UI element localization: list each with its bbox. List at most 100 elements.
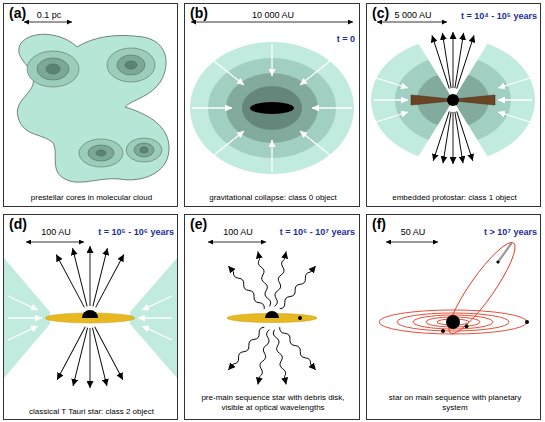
infall-arrow <box>138 317 172 318</box>
scale-label: 100 AU <box>26 227 86 237</box>
envelope-layer <box>226 73 318 143</box>
infall-arrow <box>300 61 330 85</box>
core-contour <box>107 48 155 82</box>
scale-label: 50 AU <box>383 227 443 237</box>
time-label: t = 10⁵ - 10⁶ years <box>64 227 174 237</box>
stage-panel: (f)50 AUt > 10⁷ yearsstar on main sequen… <box>366 214 541 420</box>
orbit <box>413 315 493 329</box>
outflow-arrow <box>457 35 474 88</box>
wavy-arrow <box>278 265 317 310</box>
infall-arrow <box>142 326 172 340</box>
comet <box>496 260 499 263</box>
infall-arrow <box>498 112 530 122</box>
time-label: t > 10⁷ years <box>427 227 537 237</box>
infall-arrow <box>8 317 42 318</box>
panel-caption: prestellar cores in molecular cloud <box>4 193 179 203</box>
protostar <box>447 94 459 106</box>
envelope-layer <box>190 42 354 174</box>
infall-arrow <box>192 107 232 108</box>
core-contour <box>79 139 123 167</box>
infall-arrow <box>214 131 244 155</box>
embedded-protostar <box>371 32 535 164</box>
infall-arrow <box>312 107 352 108</box>
outflow <box>56 246 124 388</box>
wavy-arrow <box>273 329 289 385</box>
panel-caption: star on main sequence with planetary sys… <box>380 393 530 413</box>
scale-label: 100 AU <box>208 227 268 237</box>
core-contour <box>125 61 137 69</box>
stage-panel: (a)0.1 pcprestellar cores in molecular c… <box>3 3 178 207</box>
planet-dot <box>441 329 445 333</box>
scale-label: 10 000 AU <box>223 10 323 20</box>
core-contour <box>96 150 106 156</box>
outflow-arrow <box>56 254 84 307</box>
infall-arrow <box>271 140 272 172</box>
time-label: t = 10⁶ - 10⁷ years <box>245 227 355 237</box>
radiation <box>227 251 317 385</box>
panel-caption: gravitational collapse: class 0 object <box>185 193 361 203</box>
cloud-outline <box>17 34 169 182</box>
young-star <box>82 310 98 318</box>
scale-bar <box>377 22 447 23</box>
core-contour <box>126 138 162 162</box>
infall-arrow <box>498 99 532 100</box>
outflow-arrow <box>90 328 91 388</box>
pre-main-sequence-star <box>227 251 317 385</box>
wavy-arrow <box>227 326 266 371</box>
scale-bar <box>26 242 84 243</box>
scale-bar <box>386 242 438 243</box>
outflow-arrow <box>92 328 107 386</box>
wavy-arrow <box>278 326 317 371</box>
collapsing-core <box>190 42 354 174</box>
stage-panel: (c)5 000 AUt = 10⁴ - 10⁵ yearsembedded p… <box>366 3 541 207</box>
planet-dot <box>525 320 529 324</box>
infall-arrow <box>300 131 330 155</box>
wavy-arrow <box>256 251 272 307</box>
scale-bar <box>191 22 353 23</box>
outflow <box>432 32 474 164</box>
stage-panel: (e)100 AUt = 10⁶ - 10⁷ yearspre-main seq… <box>184 214 360 420</box>
infall-arrow <box>498 78 530 88</box>
envelope-remnant <box>4 258 50 378</box>
outflow-arrow <box>455 112 463 163</box>
outflow-arrow <box>96 254 124 307</box>
accretion-disk <box>411 95 495 105</box>
panel-caption: classical T Tauri star: class 2 object <box>4 407 179 417</box>
core-contour <box>88 145 114 161</box>
scale-bar <box>24 22 72 23</box>
orbit <box>397 313 509 331</box>
infall-arrow <box>142 296 172 310</box>
infall-arrow <box>376 112 408 122</box>
scale-label: 0.1 pc <box>19 10 79 20</box>
scale-label: 5 000 AU <box>383 10 443 20</box>
outflow-arrow <box>442 33 451 88</box>
infall-arrow <box>8 296 38 310</box>
core-contour <box>37 58 69 80</box>
main-sequence-star <box>446 315 460 329</box>
infall-arrow <box>374 99 408 100</box>
planet-dot <box>298 316 302 320</box>
infall-arrow <box>376 78 408 88</box>
envelope-remnant <box>130 258 177 378</box>
scale-bar <box>208 242 266 243</box>
envelope-layer <box>242 86 302 130</box>
outflow-arrow <box>73 248 88 306</box>
young-star <box>265 311 279 318</box>
outflow-arrow <box>453 32 454 88</box>
core-contour <box>140 147 148 153</box>
comet-tail <box>498 244 511 262</box>
outflow-arrow <box>453 112 454 164</box>
dense-center <box>250 102 294 114</box>
outflow-arrow <box>93 248 108 306</box>
core-contour <box>46 64 60 74</box>
core-contour <box>117 55 145 75</box>
outflow-arrow <box>433 111 449 160</box>
molecular-cloud <box>17 34 169 182</box>
stage-panel: (d)100 AUt = 10⁵ - 10⁶ yearsclassical T … <box>3 214 178 420</box>
infall-arrow <box>8 326 38 340</box>
planet-dot <box>465 324 469 328</box>
infall-arrow <box>271 44 272 76</box>
panel-caption: embedded protostar: class 1 object <box>367 193 542 203</box>
